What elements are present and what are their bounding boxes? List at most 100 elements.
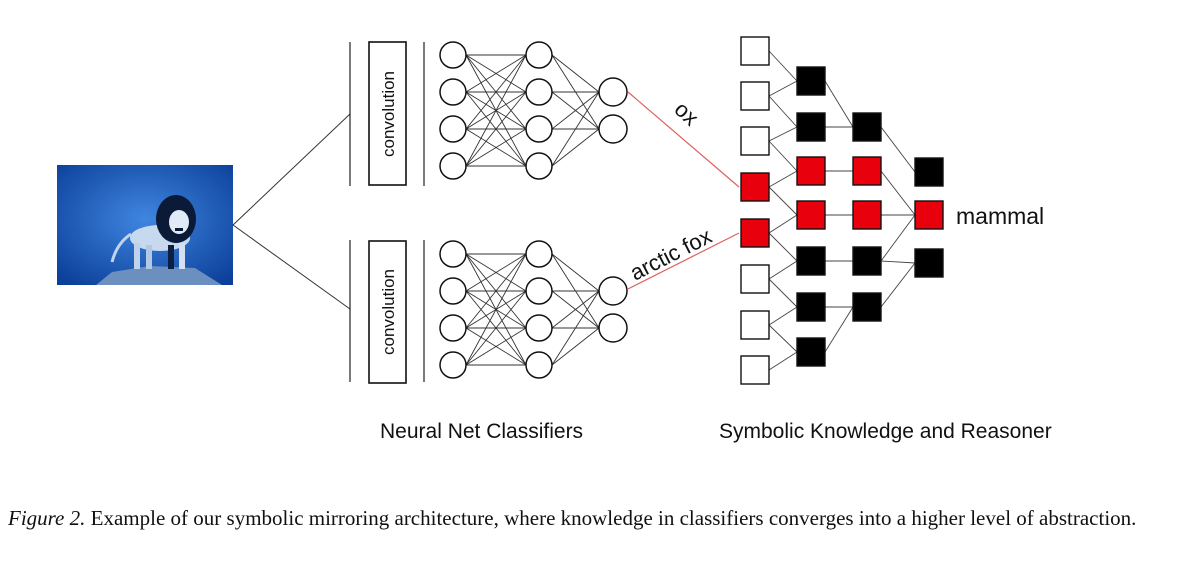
nn-node-bottom (598, 276, 628, 306)
nn-node-bottom (439, 240, 467, 268)
mammal-label: mammal (956, 203, 1044, 229)
nn-node-bottom (525, 351, 553, 379)
nn-node-top (525, 41, 553, 69)
nn-edges (465, 54, 600, 366)
symbolic-edge (768, 186, 798, 216)
nn-edge (551, 128, 600, 167)
concept-input-node (740, 355, 770, 385)
concept-node (796, 66, 826, 96)
nn-node-top (525, 152, 553, 180)
lion-icon (110, 195, 196, 269)
nn-edge (465, 253, 527, 292)
nn-edge (551, 54, 600, 93)
nn-nodes (439, 41, 628, 379)
symbolic-edge (768, 214, 798, 234)
nn-node-top (439, 115, 467, 143)
symbolic-edge (880, 214, 916, 262)
nn-node-top (598, 77, 628, 107)
abstract-concept-node (914, 157, 944, 187)
concept-node (796, 156, 826, 186)
caption-label: Figure 2. (8, 506, 86, 530)
ox-label: ox (670, 96, 704, 130)
arctic-fox-edge (627, 232, 740, 290)
figure-caption: Figure 2. Example of our symbolic mirror… (8, 504, 1188, 533)
classifier-output-edges (627, 91, 740, 290)
symbolic-edge (768, 126, 798, 142)
nn-node-top (525, 115, 553, 143)
nn-edge (465, 54, 527, 93)
nn-node-bottom (525, 240, 553, 268)
nn-node-bottom (439, 314, 467, 342)
symbolic-edge (768, 50, 798, 82)
nn-node-bottom (439, 351, 467, 379)
concept-input-node (740, 126, 770, 156)
concept-input-node (740, 36, 770, 66)
concept-input-node (740, 81, 770, 111)
symbolic-edge (768, 170, 798, 188)
nn-node-top (598, 114, 628, 144)
nn-edge (551, 290, 600, 366)
nn-node-top (439, 41, 467, 69)
symbolic-edge (768, 95, 798, 128)
concept-node (852, 246, 882, 276)
nn-edge (465, 91, 527, 167)
symbolic-edge (824, 80, 854, 128)
concept-input-node (740, 172, 770, 202)
symbolic-edge (768, 324, 798, 353)
nn-edge (465, 54, 527, 167)
abstract-concept-node (914, 200, 944, 230)
symbolic-edge (768, 140, 798, 172)
concept-node (796, 337, 826, 367)
concept-node (796, 200, 826, 230)
ox-edge (627, 91, 740, 188)
abstract-concept-node (914, 248, 944, 278)
symbolic-edge (768, 351, 798, 371)
symbolic-title: Symbolic Knowledge and Reasoner (719, 420, 1052, 443)
concept-node (852, 200, 882, 230)
nn-node-bottom (525, 314, 553, 342)
symbolic-edge (768, 232, 798, 262)
symbolic-edge (880, 126, 916, 173)
nn-node-bottom (439, 277, 467, 305)
symbolic-edge (880, 260, 916, 264)
conv-separators (349, 42, 425, 382)
symbolic-edges (768, 50, 916, 371)
nn-edge (465, 128, 527, 167)
nn-edge (551, 290, 600, 329)
nn-edge (551, 253, 600, 292)
symbolic-nodes (740, 36, 944, 385)
concept-node (796, 112, 826, 142)
symbolic-edge (768, 306, 798, 326)
conv-label-bottom: convolution (379, 269, 398, 355)
symbolic-edge (768, 260, 798, 280)
conv-box-bottom: convolution (368, 240, 407, 384)
concept-input-node (740, 310, 770, 340)
conv-box-top: convolution (368, 41, 407, 186)
nn-edge (465, 327, 527, 366)
concept-node (796, 292, 826, 322)
concept-node (852, 156, 882, 186)
nn-node-top (525, 78, 553, 106)
nn-edge (551, 91, 600, 130)
nn-edge (551, 327, 600, 366)
symbolic-edge (880, 262, 916, 308)
nn-edge (465, 253, 527, 329)
symbolic-edge (768, 80, 798, 97)
concept-input-node (740, 218, 770, 248)
nn-edge (465, 253, 527, 366)
nn-edge (465, 290, 527, 366)
input-image (57, 165, 233, 285)
concept-node (852, 292, 882, 322)
nn-edge (465, 54, 527, 130)
branch-lines (232, 113, 351, 310)
nn-edge (551, 91, 600, 167)
nn-node-bottom (598, 313, 628, 343)
concept-node (796, 246, 826, 276)
nn-node-top (439, 152, 467, 180)
caption-text: Example of our symbolic mirroring archit… (85, 506, 1137, 530)
symbolic-edge (880, 170, 916, 216)
concept-input-node (740, 264, 770, 294)
concept-node (852, 112, 882, 142)
symbolic-edge (824, 306, 854, 353)
